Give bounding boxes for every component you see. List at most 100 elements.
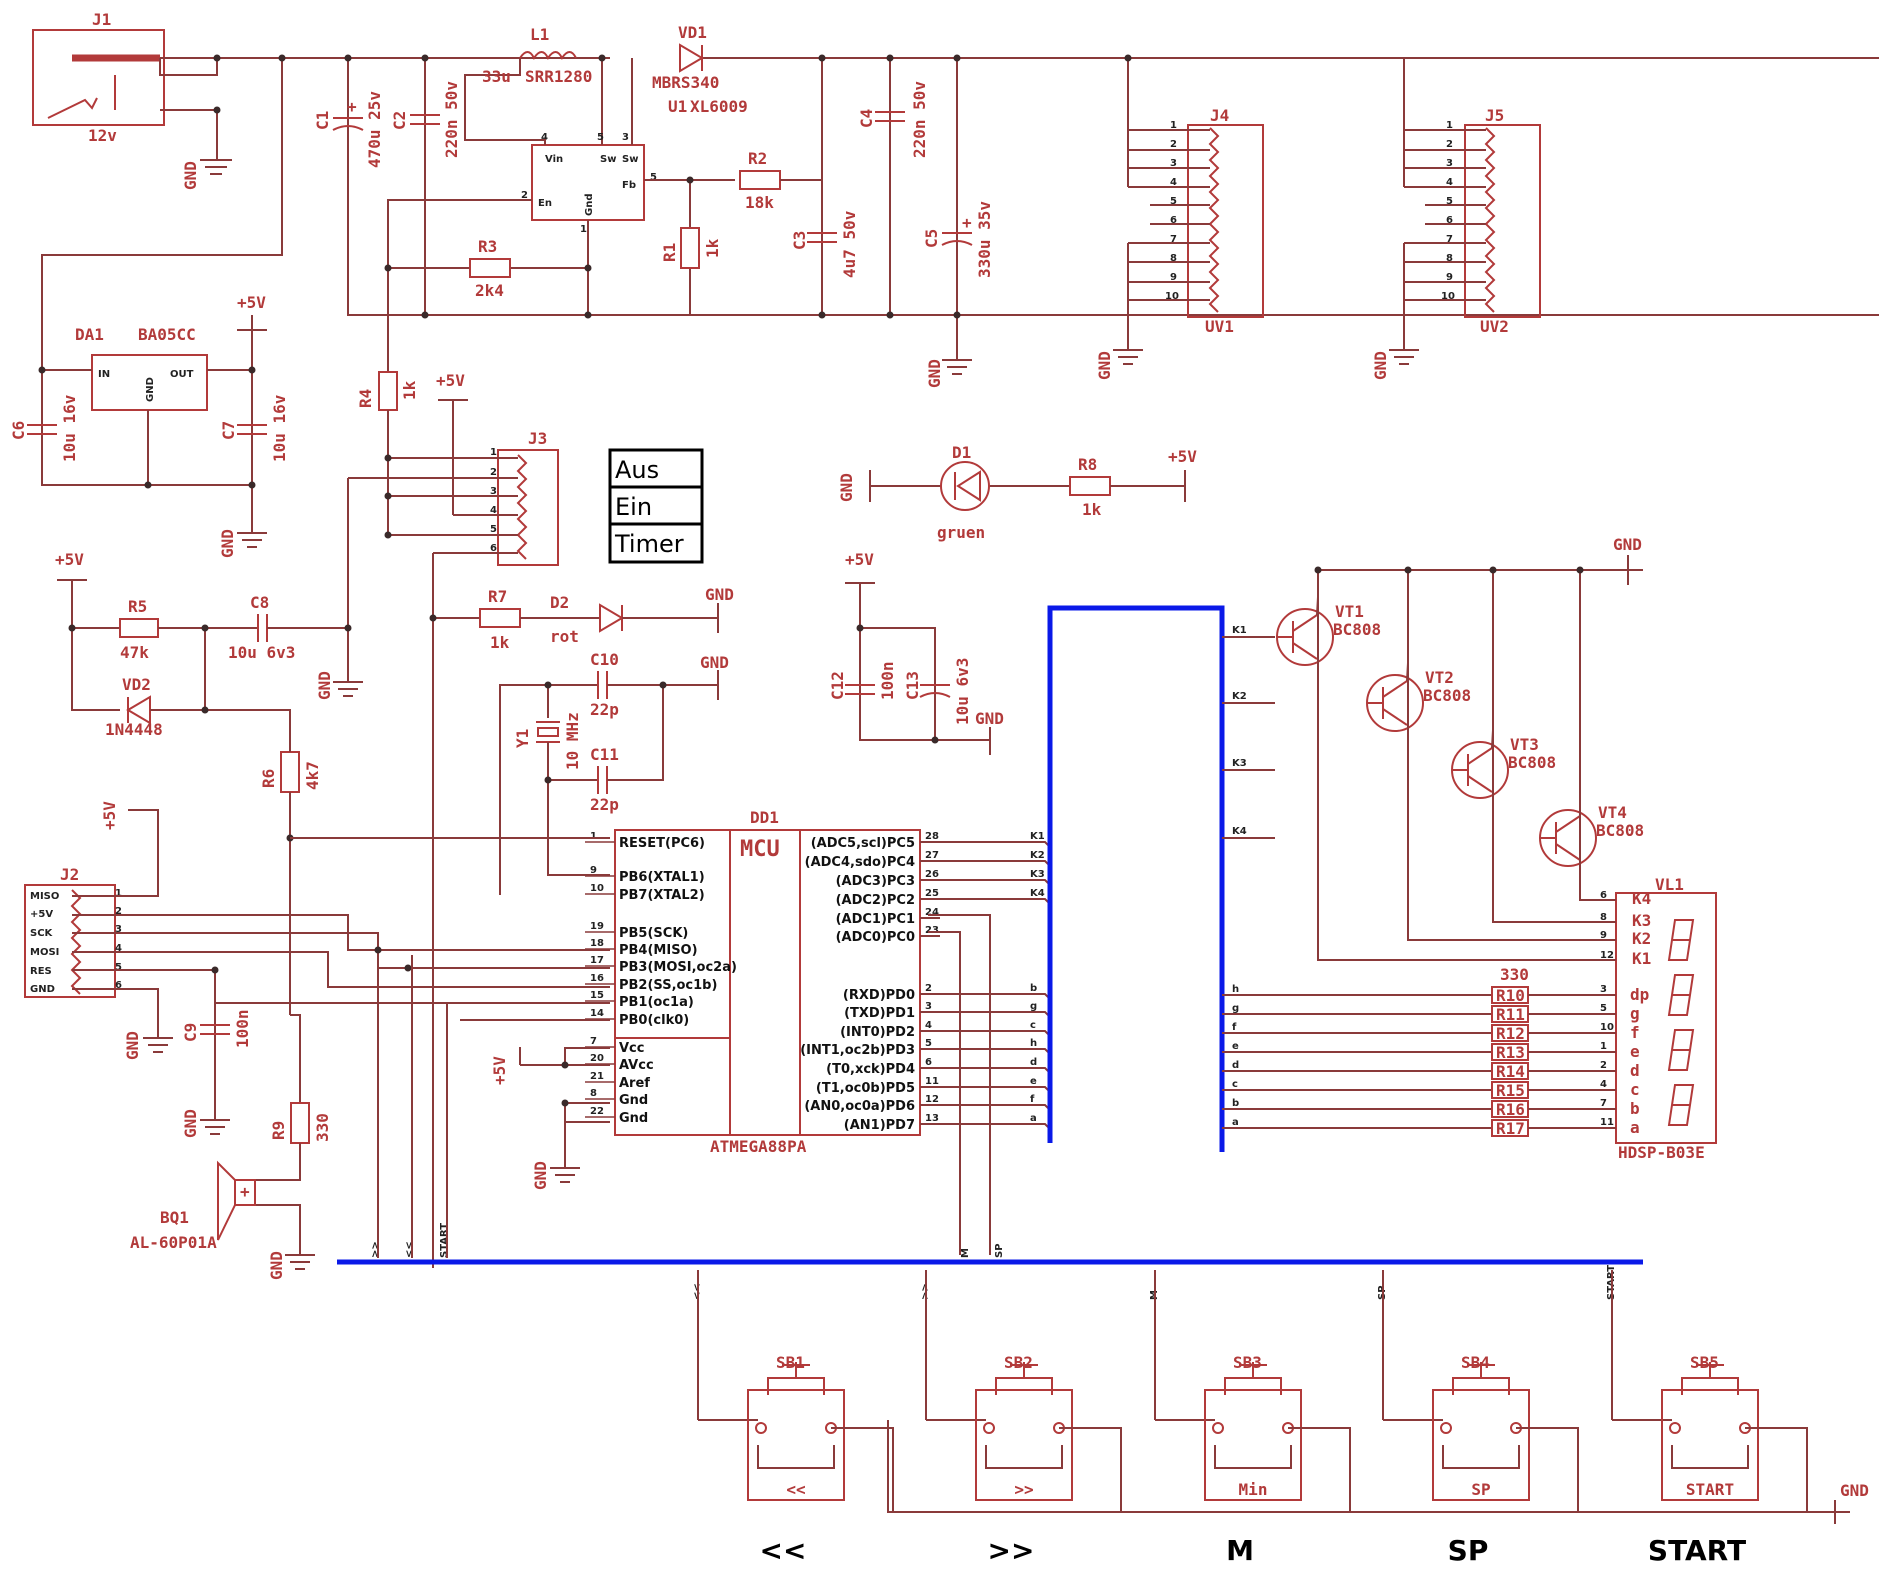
- svg-text:5: 5: [490, 524, 497, 535]
- r6-body: [280, 751, 300, 793]
- button-row: GND SB1<<<<SB2>>>>SB3MinMSB4SPSPSB5START…: [697, 1270, 1869, 1567]
- c13-value: 10u 6v3: [953, 658, 972, 725]
- svg-text:7: 7: [1446, 234, 1453, 245]
- button-caption: SP: [1448, 1534, 1489, 1567]
- r3-value: 2k4: [475, 281, 504, 300]
- mcu-left-pin-name: Vcc: [619, 1041, 644, 1056]
- mcu-right-pin-name: (ADC5,scl)PC5: [811, 836, 915, 851]
- mcu-net-label: b: [1030, 983, 1037, 994]
- svg-text:8: 8: [1170, 253, 1177, 264]
- display-bus: [1047, 605, 1225, 1152]
- button-switch-body: [975, 1389, 1073, 1501]
- j3-body: [497, 449, 559, 566]
- svg-text:+: +: [962, 213, 972, 232]
- segment-pin-num: 3: [1600, 984, 1607, 995]
- svg-text:GND: GND: [145, 377, 156, 402]
- mcu-net-label: K2: [1030, 850, 1045, 861]
- mcu-right-pin-num: 12: [925, 1094, 939, 1105]
- segment-pin-name: b: [1630, 1099, 1640, 1118]
- vcc-d1: +5V: [1168, 447, 1197, 466]
- mcu-left-pin-num: 1: [590, 831, 597, 842]
- r6-ref: R6: [259, 769, 278, 788]
- j1-body: [32, 29, 165, 126]
- svg-text:6: 6: [1446, 215, 1453, 226]
- svg-text:6: 6: [115, 980, 122, 991]
- mcu-right-pin-num: 2: [925, 983, 932, 994]
- c8-ref: C8: [250, 593, 269, 612]
- r4-value: 1k: [400, 380, 419, 400]
- svg-text:2: 2: [490, 467, 497, 478]
- c6-ref: C6: [9, 421, 28, 440]
- j5-value: UV2: [1480, 317, 1509, 336]
- svg-text:SCK: SCK: [30, 928, 54, 939]
- mcu-left-pin-name: PB0(clk0): [619, 1013, 689, 1028]
- bus-net-label: <<: [404, 1241, 415, 1258]
- r9-ref: R9: [269, 1121, 288, 1140]
- c1-ref: C1: [313, 111, 332, 130]
- gnd-j2: GND: [123, 1031, 142, 1060]
- vcc-j2: +5V: [100, 801, 119, 830]
- digit-pin-name: K4: [1632, 889, 1651, 908]
- segment-pin-num: 2: [1600, 1060, 1607, 1071]
- c11-ref: C11: [590, 745, 619, 764]
- segment-pin-name: f: [1630, 1023, 1640, 1042]
- j3-ref: J3: [528, 429, 547, 448]
- svg-text:Vin: Vin: [545, 154, 563, 165]
- seven-seg-digit: [1667, 919, 1695, 961]
- mcu-right-pin-num: 24: [925, 907, 939, 918]
- mcu-right-pin-name: (ADC4,sdo)PC4: [805, 855, 915, 870]
- svg-text:9: 9: [1446, 272, 1453, 283]
- vl1-body: [1615, 892, 1717, 1144]
- mcu-left-pin-num: 7: [590, 1036, 597, 1047]
- button-ref: SB3: [1233, 1353, 1262, 1372]
- l1-inductor: [519, 51, 577, 60]
- c12-value: 100n: [878, 661, 897, 700]
- segment-net-label: h: [1232, 984, 1239, 995]
- r4-body: [378, 371, 398, 411]
- mcu-left-pin-name: AVcc: [619, 1058, 654, 1073]
- svg-text:IN: IN: [98, 369, 110, 380]
- button-label: <<: [786, 1480, 805, 1499]
- vd2-value: 1N4448: [105, 720, 163, 739]
- svg-text:9: 9: [1170, 272, 1177, 283]
- button-label: START: [1686, 1480, 1734, 1499]
- mcu-net-label: f: [1030, 1094, 1035, 1105]
- svg-text:3: 3: [1446, 158, 1453, 169]
- j5-body: [1464, 124, 1541, 318]
- svg-text:6: 6: [490, 543, 497, 554]
- button-ref: SB5: [1690, 1353, 1719, 1372]
- button-ref: SB4: [1461, 1353, 1490, 1372]
- r4-ref: R4: [356, 389, 375, 408]
- transistor-value: BC808: [1596, 821, 1644, 840]
- c7-value: 10u 16v: [270, 394, 289, 462]
- svg-text:En: En: [538, 198, 552, 209]
- c1-value: 470u 25v: [365, 91, 384, 168]
- mcu-right-pin-num: 26: [925, 869, 939, 880]
- vcc-mcu: +5V: [490, 1056, 509, 1085]
- mcu-net-label: d: [1030, 1057, 1037, 1068]
- mcu-left-pin-num: 22: [590, 1106, 604, 1117]
- c3-value: 4u7 50v: [840, 210, 859, 278]
- mcu-left-pin-name: Aref: [619, 1076, 650, 1091]
- r7-ref: R7: [488, 587, 507, 606]
- gnd-c10: GND: [700, 653, 729, 672]
- regulator-section: DA1 BA05CC IN OUT GND +5V C6 10u 16v C7 …: [9, 293, 289, 558]
- bus-net-label: >>: [370, 1241, 381, 1258]
- seven-seg-digit: [1667, 974, 1695, 1016]
- c10-ref: C10: [590, 650, 619, 669]
- mcu-left-pin-num: 17: [590, 955, 604, 966]
- svg-text:7: 7: [1170, 234, 1177, 245]
- svg-text:4: 4: [541, 132, 548, 143]
- digit-pin-num: 12: [1600, 950, 1614, 961]
- segment-resistor-ref: R11: [1496, 1005, 1525, 1024]
- svg-text:Sw: Sw: [622, 154, 638, 165]
- c10-value: 22p: [590, 700, 619, 719]
- bus-net-label: START: [439, 1223, 450, 1258]
- segment-pin-num: 1: [1600, 1041, 1607, 1052]
- transistor-value: BC808: [1333, 620, 1381, 639]
- mcu-right-pin-name: (TXD)PD1: [844, 1006, 915, 1021]
